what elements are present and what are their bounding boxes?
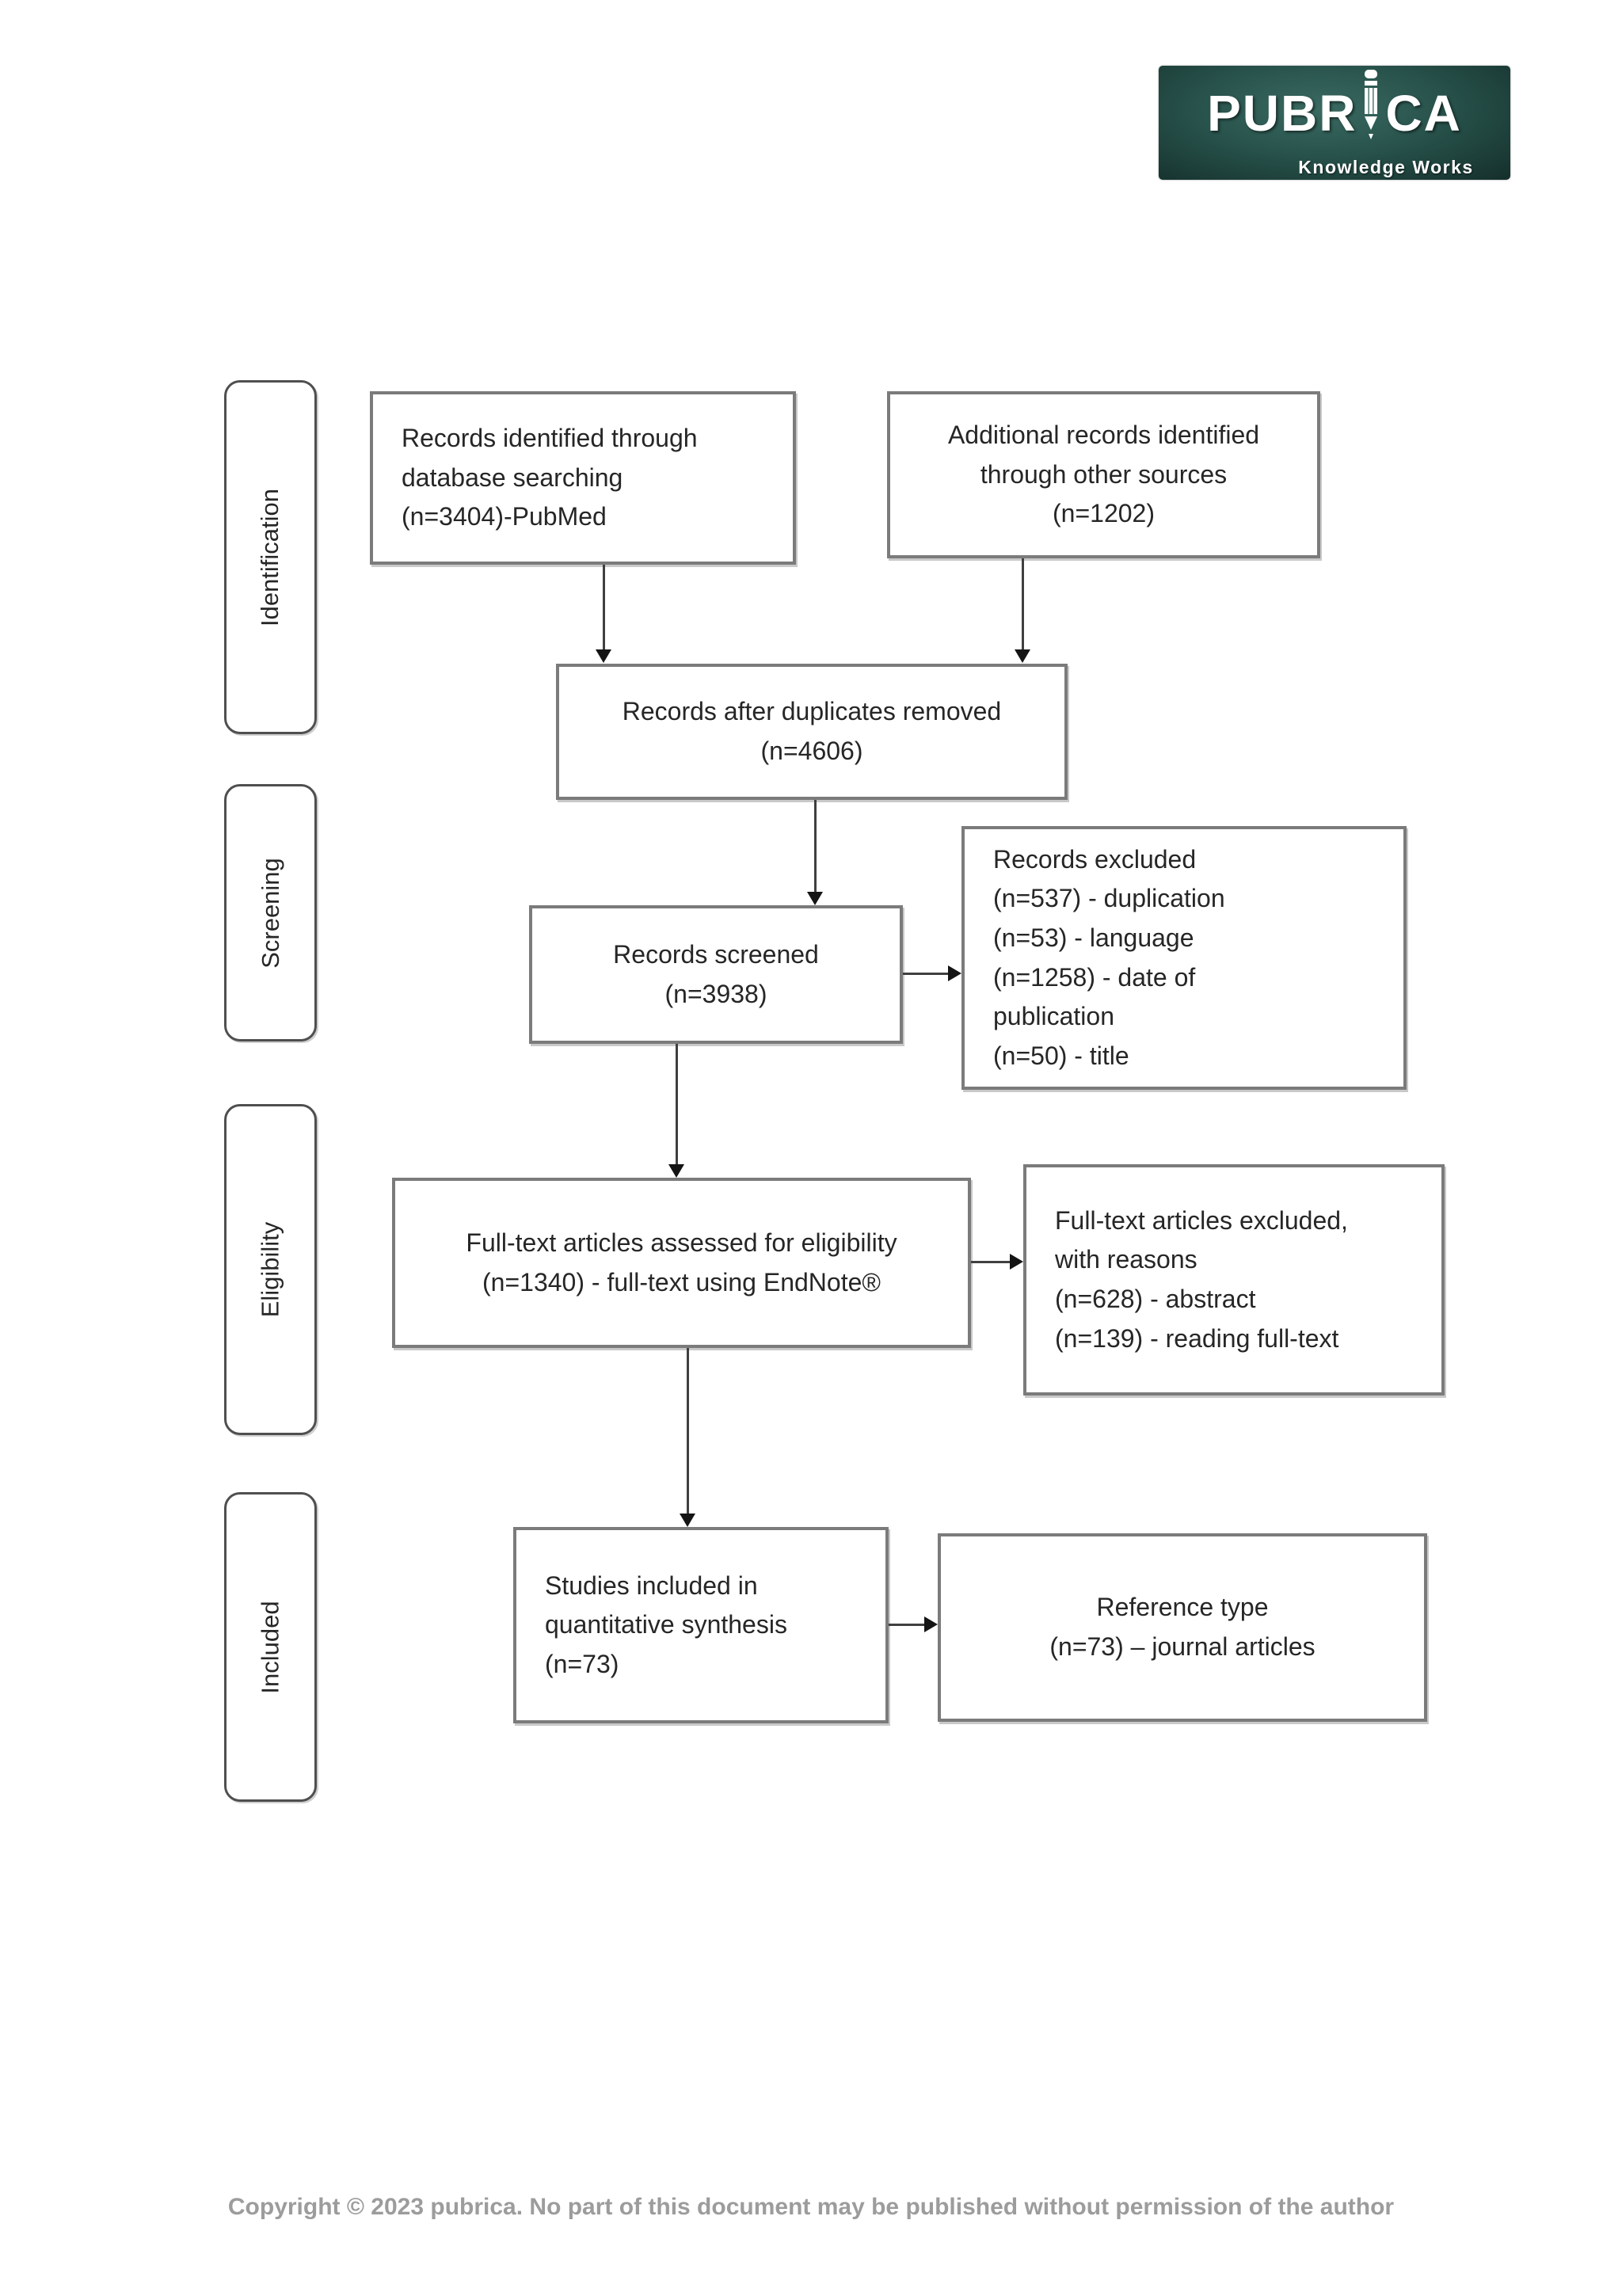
box-text-line: (n=1340) - full-text using EndNote® — [482, 1267, 881, 1296]
box-text-line: (n=139) - reading full-text — [1055, 1323, 1339, 1353]
box-text-line: (n=3938) — [664, 979, 767, 1008]
box-text-line: (n=1202) — [1053, 499, 1155, 528]
arrow-duplicates-to-screened-line — [814, 800, 817, 893]
arrow-additional-to-duplicates-line — [1022, 558, 1024, 650]
box-text-line: (n=4606) — [760, 737, 863, 765]
box-text-line: Full-text articles assessed for eligibil… — [466, 1228, 897, 1257]
arrow-duplicates-to-screened-head — [807, 892, 823, 905]
stage-identification-label: Identification — [256, 488, 284, 626]
box-text-line: Records excluded — [993, 844, 1197, 874]
box-text-line: (n=3404)-PubMed — [402, 502, 607, 531]
box-fulltext-assessed: Full-text articles assessed for eligibil… — [392, 1178, 971, 1348]
box-text-line: Full-text articles excluded, — [1055, 1205, 1348, 1235]
box-fulltext-excluded: Full-text articles excluded, with reason… — [1023, 1164, 1445, 1395]
box-text-line: (n=50) - title — [993, 1041, 1129, 1070]
wordmark-suffix: CA — [1385, 84, 1462, 142]
arrow-included-to-reference-line — [889, 1624, 925, 1626]
stage-screening-label: Screening — [256, 857, 284, 969]
box-text-line: Records after duplicates removed — [622, 697, 1002, 726]
box-text-line: (n=1258) - date of — [993, 962, 1196, 992]
box-text-line: Records screened — [613, 939, 819, 969]
arrow-identified-to-duplicates-line — [603, 565, 605, 650]
box-text-line: (n=537) - duplication — [993, 884, 1225, 913]
logo-tagline: Knowledge Works — [1298, 156, 1474, 177]
arrow-screened-to-excluded-head — [948, 965, 961, 981]
pencil-icon — [1359, 68, 1383, 149]
arrow-included-to-reference-head — [924, 1616, 938, 1632]
box-text-line: quantitative synthesis — [545, 1610, 787, 1639]
arrow-additional-to-duplicates-head — [1015, 649, 1030, 663]
arrow-fulltext-to-excluded-line — [971, 1261, 1011, 1263]
box-after-duplicates: Records after duplicates removed (n=4606… — [556, 664, 1068, 800]
pubrica-logo: PUBR CA Knowledge Works — [1159, 66, 1510, 180]
arrow-identified-to-duplicates-head — [596, 649, 611, 663]
stage-screening: Screening — [224, 784, 317, 1041]
box-text-line: (n=628) - abstract — [1055, 1285, 1256, 1313]
box-studies-included: Studies included in quantitative synthes… — [513, 1527, 889, 1723]
wordmark-prefix: PUBR — [1207, 84, 1357, 142]
arrow-screened-to-fulltext-head — [668, 1164, 684, 1178]
box-records-screened: Records screened (n=3938) — [529, 905, 903, 1044]
copyright-footer: Copyright © 2023 pubrica. No part of thi… — [227, 2194, 1395, 2220]
stage-included-label: Included — [256, 1600, 284, 1694]
stage-eligibility-label: Eligibility — [256, 1221, 284, 1318]
arrow-screened-to-fulltext-line — [676, 1044, 678, 1165]
stage-eligibility: Eligibility — [224, 1104, 317, 1435]
stage-included: Included — [224, 1492, 317, 1802]
box-text-line: with reasons — [1055, 1245, 1197, 1274]
box-records-identified: Records identified through database sear… — [370, 391, 796, 565]
box-text-line: database searching — [402, 463, 623, 492]
box-text-line: Records identified through — [402, 424, 698, 453]
box-text-line: (n=73) – journal articles — [1049, 1632, 1315, 1661]
box-text-line: Studies included in — [545, 1571, 758, 1600]
box-text-line: publication — [993, 1002, 1114, 1031]
box-additional-records: Additional records identified through ot… — [887, 391, 1320, 558]
box-records-excluded: Records excluded (n=537) - duplication (… — [961, 826, 1407, 1090]
arrow-fulltext-to-included-line — [687, 1348, 689, 1514]
arrow-fulltext-to-included-head — [680, 1514, 695, 1527]
box-text-line: (n=73) — [545, 1649, 619, 1678]
box-text-line: Reference type — [1096, 1593, 1269, 1622]
stage-identification: Identification — [224, 380, 317, 734]
arrow-screened-to-excluded-line — [903, 973, 949, 975]
box-text-line: Additional records identified — [947, 421, 1260, 450]
arrow-fulltext-to-excluded-head — [1010, 1254, 1023, 1270]
pubrica-wordmark: PUBR CA — [1207, 69, 1462, 154]
box-text-line: (n=53) - language — [993, 923, 1194, 952]
box-reference-type: Reference type (n=73) – journal articles — [938, 1533, 1427, 1722]
box-text-line: through other sources — [980, 459, 1228, 489]
